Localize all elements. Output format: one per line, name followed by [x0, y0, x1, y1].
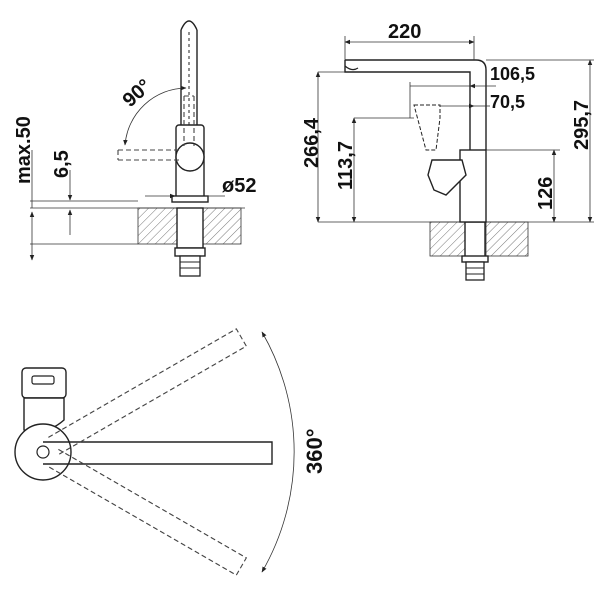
side-countertop-right — [202, 207, 242, 245]
side-lever-hub — [175, 142, 205, 172]
reach-label: 220 — [388, 21, 421, 43]
angle-label: 90° — [119, 75, 156, 112]
thickness-label: 6,5 — [51, 150, 73, 178]
swivel-arc — [261, 331, 295, 573]
swivel-label: 360° — [302, 428, 327, 474]
handle-height-label: 113,7 — [335, 141, 357, 190]
max-thickness-label: max.50 — [13, 116, 35, 184]
angle-arc — [123, 85, 187, 146]
side-countertop-left — [137, 207, 179, 245]
top-view: 360° — [14, 328, 327, 576]
spout-height-label: 266,4 — [301, 117, 323, 168]
side-view: 90° max.50 6,5 ø52 — [13, 20, 256, 277]
side-mounting-nut — [179, 255, 201, 277]
front-countertop-right — [485, 221, 529, 257]
top-spout — [43, 441, 273, 465]
front-mounting-nut — [465, 261, 485, 281]
diameter-label: ø52 — [222, 175, 256, 197]
front-countertop-left — [429, 221, 467, 257]
front-faucet-body — [459, 149, 487, 223]
handle-offset-1-label: 106,5 — [490, 64, 535, 84]
top-lever — [21, 367, 67, 399]
handle-offset-2-label: 70,5 — [490, 92, 525, 112]
front-view: 220 106,5 70,5 266,4 113,7 126 295,7 — [301, 21, 594, 281]
front-lever — [427, 159, 467, 196]
total-height-label: 295,7 — [571, 100, 593, 150]
body-height-label: 126 — [535, 177, 557, 210]
